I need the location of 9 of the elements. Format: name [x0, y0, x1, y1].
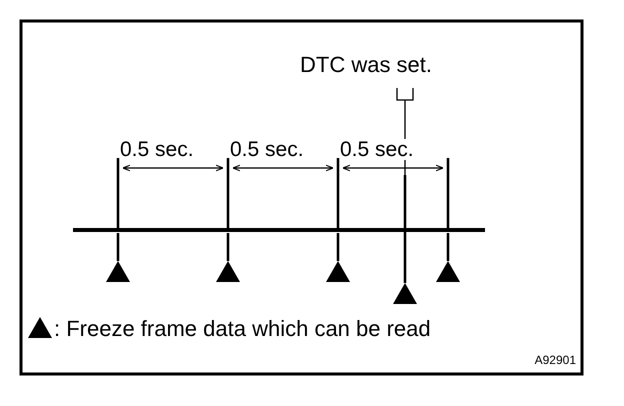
triangle-marker [393, 175, 417, 304]
triangle-marker [106, 233, 130, 282]
triangle-marker [436, 233, 460, 282]
triangle-marker [216, 233, 240, 282]
legend-text: : Freeze frame data which can be read [54, 318, 431, 340]
triangle-marker [326, 233, 350, 282]
event-label: DTC was set. [300, 54, 432, 76]
figure-number: A92901 [534, 354, 576, 366]
duration-label: 0.5 sec. [340, 139, 414, 160]
